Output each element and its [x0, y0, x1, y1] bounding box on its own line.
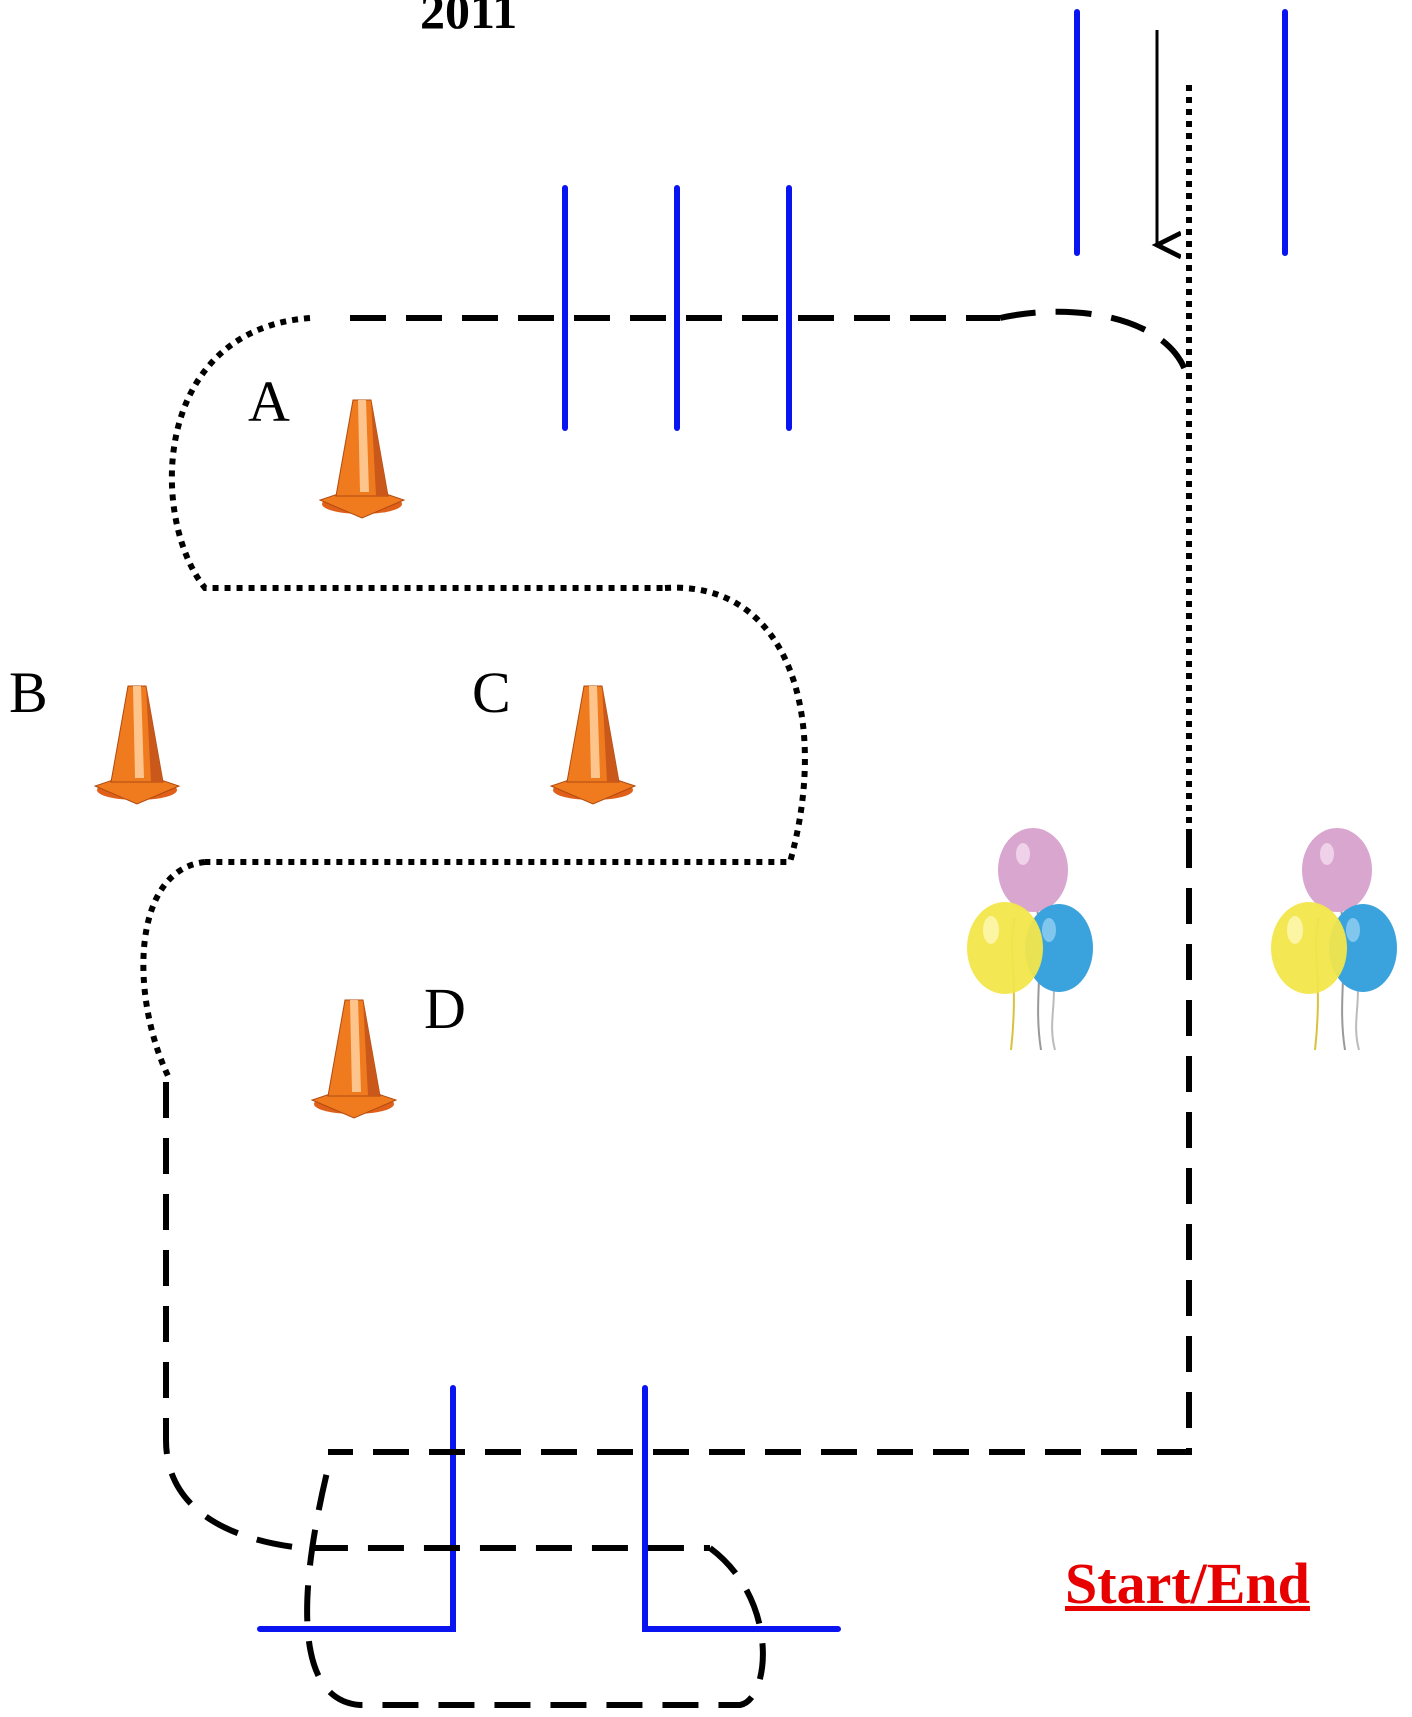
page-title: 2011 [420, 0, 518, 39]
point-label-b: B [9, 660, 48, 725]
point-label-c: C [472, 660, 511, 725]
dashed-left-line [163, 1082, 710, 1551]
balloon-bunch-icon [1270, 827, 1398, 1051]
dashed-right-line [328, 832, 1192, 1455]
dotted-path [140, 85, 1192, 1082]
gates [257, 9, 1288, 1632]
traffic-cone-icon [319, 399, 405, 519]
dashed-path [163, 308, 1192, 1708]
dashed-top-right-curve [999, 308, 1192, 386]
traffic-cone-icon [550, 685, 636, 805]
dotted-loop-c [205, 584, 808, 865]
traffic-cone-icon [94, 685, 180, 805]
gate-bottom-right [642, 1385, 841, 1632]
gate-bottom-left [257, 1385, 456, 1632]
dashed-bottom-loop [304, 1459, 766, 1708]
point-label-a: A [248, 369, 290, 434]
traffic-cone-icon [311, 999, 397, 1119]
start-end-label: Start/End [1065, 1551, 1310, 1616]
point-label-d: D [424, 976, 466, 1041]
balloon-bunch-icon [966, 827, 1094, 1051]
dotted-loop-a [168, 315, 665, 591]
dotted-loop-b [140, 859, 206, 1082]
